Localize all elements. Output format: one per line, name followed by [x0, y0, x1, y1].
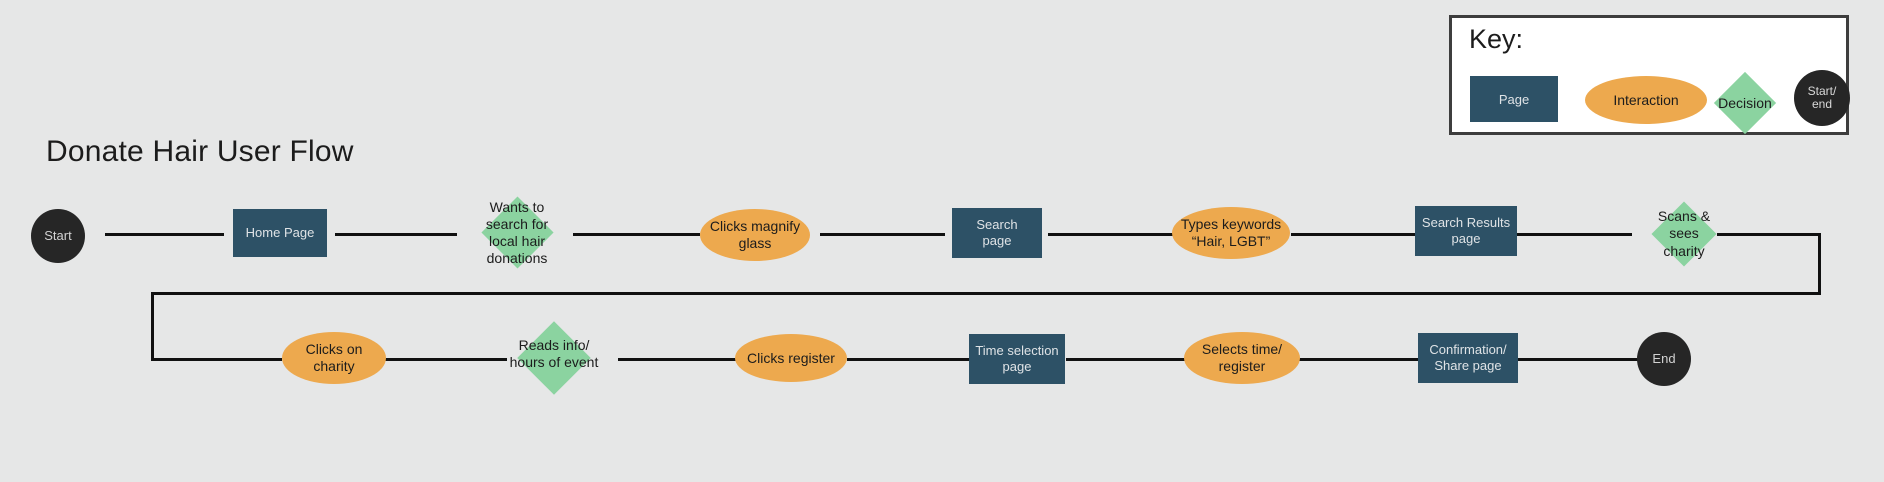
node-confirmation-share-page[interactable]: Confirmation/ Share page [1418, 333, 1518, 383]
connector-keywords-to-results [1291, 233, 1416, 236]
node-types-keywords[interactable]: Types keywords “Hair, LGBT” [1172, 207, 1290, 259]
key-item-interaction: Interaction [1585, 76, 1707, 124]
node-search-results-page[interactable]: Search Results page [1415, 206, 1517, 256]
node-end[interactable]: End [1637, 332, 1691, 386]
key-item-start-end-label: Start/ end [1807, 83, 1837, 111]
connector-reads-to-register [618, 358, 738, 361]
key-item-page: Page [1470, 76, 1558, 122]
connector-scans-elbow-left [151, 292, 154, 361]
node-search-page-label: Search page [976, 217, 1018, 248]
node-selects-time-register-label: Selects time/ register [1201, 341, 1283, 374]
key-legend-box: Key: Page Interaction Decision Start/ en… [1449, 15, 1850, 135]
connector-start-to-home [105, 233, 224, 236]
connector-magnify-to-searchpage [820, 233, 945, 236]
node-end-label: End [1652, 350, 1676, 366]
connector-confirm-to-end [1518, 358, 1638, 361]
connector-selectstime-to-confirm [1298, 358, 1418, 361]
node-confirmation-share-page-label: Confirmation/ Share page [1429, 342, 1507, 373]
node-wants-to-search-label: Wants to search for local hair donations [485, 198, 549, 267]
node-home-page[interactable]: Home Page [233, 209, 327, 257]
node-start[interactable]: Start [31, 209, 85, 263]
node-scans-sees-charity[interactable]: Scans & sees charity [1641, 201, 1727, 267]
connector-scans-elbow-right [1818, 233, 1821, 295]
key-title: Key: [1469, 24, 1524, 54]
node-clicks-magnify-label: Clicks magnify glass [709, 218, 801, 251]
node-clicks-charity-label: Clicks on charity [305, 341, 363, 374]
key-item-start-end: Start/ end [1794, 70, 1850, 126]
node-clicks-register[interactable]: Clicks register [735, 334, 847, 382]
node-selects-time-register[interactable]: Selects time/ register [1184, 332, 1300, 384]
key-item-decision: Decision [1713, 71, 1777, 135]
connector-wants-to-magnify [573, 233, 700, 236]
connector-scans-elbow-top [1717, 233, 1821, 236]
node-clicks-register-label: Clicks register [747, 349, 835, 366]
key-shape-row: Page Interaction Decision Start/ end [1452, 70, 1850, 135]
node-start-label: Start [44, 227, 72, 243]
node-clicks-charity[interactable]: Clicks on charity [282, 332, 386, 384]
connector-elbow-to-charity [151, 358, 282, 361]
node-home-page-label: Home Page [245, 225, 315, 241]
connector-timepage-to-selectstime [1066, 358, 1186, 361]
key-item-interaction-label: Interaction [1613, 92, 1679, 108]
connector-register-to-timepage [847, 358, 969, 361]
node-wants-to-search[interactable]: Wants to search for local hair donations [470, 196, 564, 269]
node-clicks-magnify[interactable]: Clicks magnify glass [700, 209, 810, 261]
node-time-selection-page[interactable]: Time selection page [969, 334, 1065, 384]
node-search-page[interactable]: Search page [952, 208, 1042, 258]
node-scans-sees-charity-label: Scans & sees charity [1657, 208, 1711, 259]
connector-home-to-wants [335, 233, 457, 236]
connector-searchpage-to-keywords [1048, 233, 1173, 236]
connector-scans-elbow-bottom [151, 292, 1821, 295]
node-reads-info-label: Reads info/ hours of event [509, 336, 599, 370]
node-search-results-page-label: Search Results page [1421, 215, 1511, 246]
node-time-selection-page-label: Time selection page [975, 343, 1059, 374]
page-title: Donate Hair User Flow [46, 135, 354, 168]
connector-results-to-scans [1517, 233, 1632, 236]
node-types-keywords-label: Types keywords “Hair, LGBT” [1180, 216, 1282, 249]
key-item-page-label: Page [1498, 91, 1530, 107]
connector-charity-to-reads [385, 358, 507, 361]
node-reads-info[interactable]: Reads info/ hours of event [505, 321, 615, 395]
key-item-decision-label: Decision [1718, 95, 1772, 111]
